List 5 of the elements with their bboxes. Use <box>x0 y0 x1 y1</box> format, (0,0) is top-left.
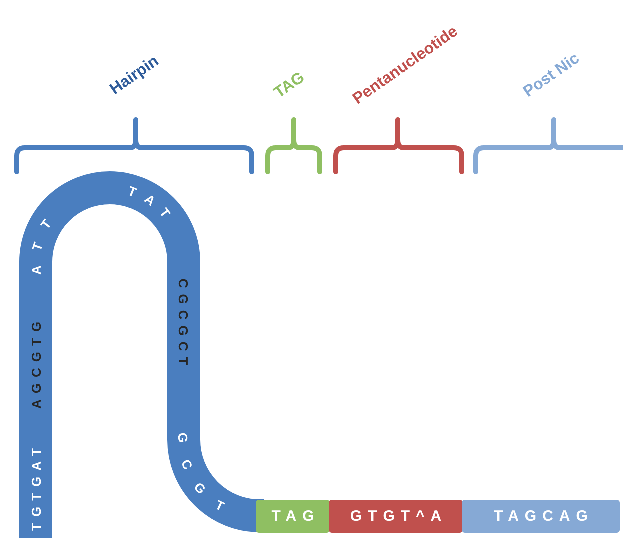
sequence-segment: GTGT^A <box>329 500 463 533</box>
sequence-segment: TAGCAG <box>462 500 620 533</box>
bracket-label: TAG <box>272 69 308 103</box>
sequence-segment: TAG <box>256 500 330 533</box>
bracket-label: Post Nic <box>520 50 584 102</box>
